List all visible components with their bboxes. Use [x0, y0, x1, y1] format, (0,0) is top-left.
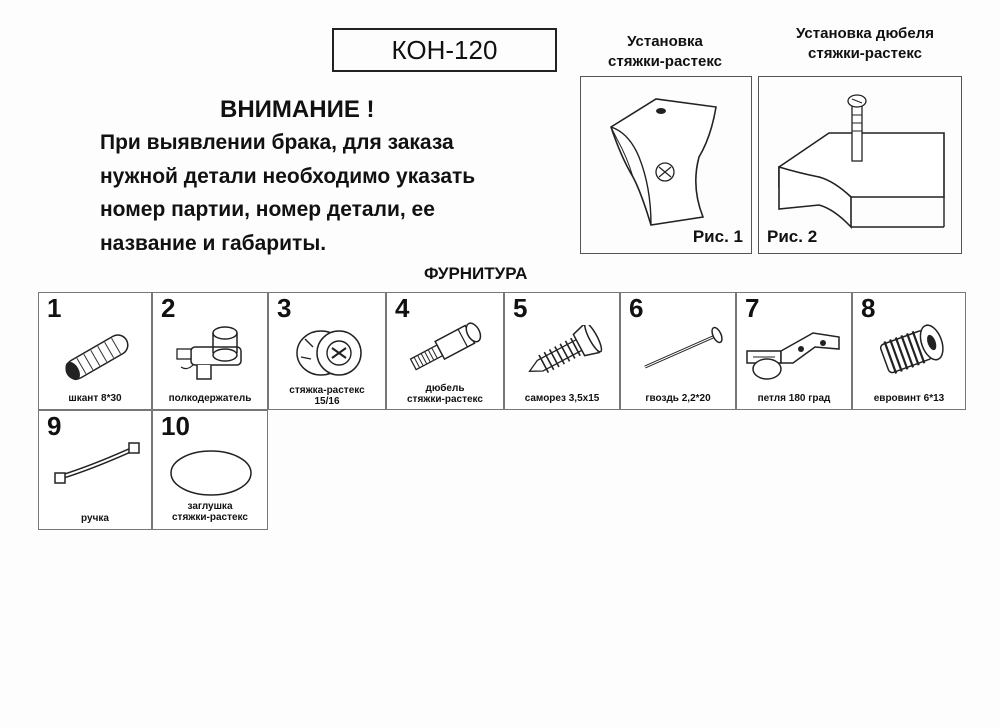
cap-icon: [170, 450, 252, 496]
item-label: евровинт 6*13: [873, 393, 945, 404]
panel-cam-install-illustration: [610, 98, 717, 226]
furniture-item-3: 3 стяжка-растекс 15/16: [268, 292, 386, 410]
attention-line: нужной детали необходимо указать: [100, 164, 476, 188]
furniture-item-6: 6 гвоздь 2,2*20: [620, 292, 736, 410]
item-label: стяжка-растекс: [289, 385, 365, 396]
item-label: саморез 3,5х15: [524, 393, 600, 404]
furniture-title: ФУРНИТУРА: [424, 264, 528, 283]
attention-line: номер партии, номер детали, ее: [100, 198, 435, 222]
furniture-item-9: 9 ручка: [38, 410, 152, 530]
item-label: заглушка: [187, 501, 233, 512]
furniture-item-7: 7 петля 180 град: [736, 292, 852, 410]
item-label: дюбель: [425, 383, 465, 394]
item-label: ручка: [81, 513, 109, 524]
figure-2-panel: Рис. 2: [758, 76, 962, 254]
figure-1-caption: Установка стяжки-растекс: [580, 32, 750, 71]
furniture-item-10: 10 заглушка стяжки-растекс: [152, 410, 268, 530]
figure-2-caption-line: стяжки-растекс: [808, 44, 922, 62]
attention-line: При выявлении брака, для заказа: [100, 131, 454, 154]
item-number: 4: [395, 293, 410, 323]
figure-2-label: Рис. 2: [767, 227, 818, 246]
item-label: стяжки-растекс: [407, 394, 483, 405]
item-number: 8: [861, 293, 876, 323]
hinge-icon: [746, 332, 840, 380]
figure-1-label: Рис. 1: [692, 227, 743, 246]
furniture-item-8: 8 евровинт 6*13: [852, 292, 966, 410]
item-label: петля 180 град: [757, 393, 831, 404]
dowel-icon: [65, 334, 129, 381]
item-number: 10: [161, 411, 190, 441]
handle-icon: [54, 442, 140, 484]
dowel-install-illustration: [778, 94, 945, 230]
nail-icon: [644, 326, 723, 369]
item-label: шкант 8*30: [68, 393, 122, 404]
item-number: 2: [161, 293, 176, 323]
figure-1-caption-line: Установка: [627, 33, 703, 50]
furniture-item-4: 4 дюбель стяжки-растекс: [386, 292, 504, 410]
attention-title: ВНИМАНИЕ !: [220, 96, 375, 123]
figure-1-panel: Рис. 1: [580, 76, 752, 254]
item-label: стяжки-растекс: [172, 512, 248, 523]
item-number: 1: [47, 293, 62, 323]
item-number: 6: [629, 293, 644, 323]
cam-dowel-icon: [409, 322, 482, 371]
furniture-item-1: 1 шкант 8*30: [38, 292, 152, 410]
furniture-item-5: 5 саморез 3,5х15: [504, 292, 620, 410]
figure-2-caption-line: Установка дюбеля: [796, 25, 934, 42]
furniture-item-2: 2 полкодержатель: [152, 292, 268, 410]
figure-1-caption-line: стяжки-растекс: [608, 52, 722, 70]
figure-2-caption: Установка дюбеля стяжки-растекс: [760, 24, 970, 63]
model-number: КОН-120: [332, 28, 557, 72]
item-number: 7: [745, 293, 760, 323]
item-number: 9: [47, 411, 62, 441]
item-number: 5: [513, 293, 528, 323]
shelf-support-icon: [176, 326, 242, 380]
attention-line: название и габариты.: [100, 231, 327, 255]
cam-lock-icon: [296, 330, 362, 376]
item-number: 3: [277, 293, 292, 323]
euro-screw-icon: [879, 324, 944, 374]
item-label: 15/16: [314, 396, 340, 407]
screw-icon: [528, 325, 603, 374]
item-label: гвоздь 2,2*20: [645, 393, 711, 404]
attention-text: При выявлении брака, для заказа нужной д…: [100, 126, 570, 260]
item-label: полкодержатель: [168, 393, 252, 404]
